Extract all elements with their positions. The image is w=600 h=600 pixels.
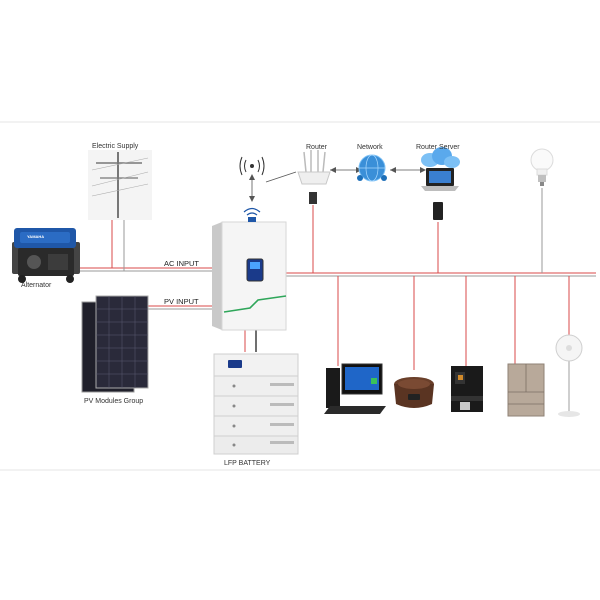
- wiring: [75, 167, 596, 370]
- arrow-up: [249, 174, 255, 180]
- refrigerator-icon: [507, 363, 545, 417]
- utility-pole-icon: [88, 150, 152, 220]
- pv-input-label: PV INPUT: [164, 297, 199, 306]
- wifi-icon: [243, 207, 261, 222]
- network-label: Network: [357, 144, 383, 151]
- antenna-link: [265, 171, 297, 183]
- solar-panel-icon: [81, 295, 149, 393]
- coffee-machine-icon: [451, 366, 483, 412]
- router-label: Router: [306, 144, 328, 151]
- ac-input-label: AC INPUT: [164, 259, 200, 268]
- router-icon: [297, 150, 331, 204]
- generator-icon: [12, 228, 80, 283]
- antenna-icon: [239, 156, 265, 176]
- battery-stack-icon: [213, 353, 299, 455]
- network-globe-icon: [357, 154, 387, 182]
- server-laptop-icon: [421, 147, 460, 220]
- lfp-battery-label: LFP BATTERY: [224, 460, 271, 467]
- router-server-label: Router Server: [416, 144, 460, 151]
- arrow-left-1: [330, 167, 336, 173]
- arrow-down: [249, 196, 255, 202]
- inverter-icon: [212, 221, 287, 331]
- fan-icon: [555, 334, 583, 417]
- arrow-left-2: [390, 167, 396, 173]
- rice-cooker-icon: [394, 377, 434, 408]
- alternator-label: Alternator: [21, 282, 52, 289]
- pv-modules-group-label: PV Modules Group: [84, 398, 144, 405]
- electric-supply-label: Electric Supply: [92, 143, 139, 150]
- arrow-right-2: [420, 167, 426, 173]
- generator-brand-label: YAMAHA: [27, 234, 45, 239]
- computer-icon: [324, 363, 386, 414]
- light-bulb-icon: [530, 148, 554, 186]
